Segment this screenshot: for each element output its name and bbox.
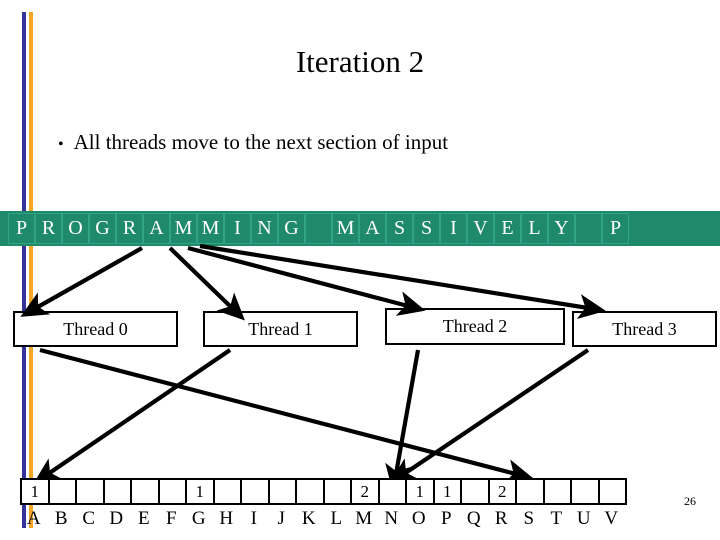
histogram-label: H (219, 508, 234, 529)
input-cell: G (89, 213, 116, 244)
histogram-label: T (550, 508, 563, 529)
histogram-bin (267, 478, 297, 505)
histogram-bin (240, 478, 270, 505)
histogram-label: V (604, 508, 619, 529)
strip-to-thread-0 (20, 246, 144, 317)
bullet-text: All threads move to the next section of … (73, 130, 449, 154)
histogram-bin (377, 478, 407, 505)
histogram-bin (75, 478, 105, 505)
histogram-bin (542, 478, 572, 505)
input-cell: A (359, 213, 386, 244)
histogram-label: P (440, 508, 452, 529)
histogram-label: I (250, 508, 257, 529)
input-cell: V (467, 213, 494, 244)
histogram-label: S (523, 508, 535, 529)
histogram-bin: 1 (432, 478, 462, 505)
thread-label-3: Thread 3 (612, 318, 677, 339)
histogram-bin: 1 (20, 478, 50, 505)
input-cell: A (143, 213, 170, 244)
thread-label-1: Thread 1 (248, 318, 313, 339)
input-cell: I (440, 213, 467, 244)
slide-title: Iteration 2 (295, 44, 425, 79)
input-cell: P (602, 213, 629, 244)
histogram-label: B (54, 508, 68, 529)
histogram-label: G (191, 508, 206, 529)
histogram-label: K (301, 508, 316, 529)
histogram-label: A (26, 508, 41, 529)
histogram-bin (515, 478, 545, 505)
histogram-label: O (411, 508, 426, 529)
thread-1-to-bin-a (33, 348, 232, 485)
input-cell: P (8, 213, 35, 244)
input-cell: R (116, 213, 143, 244)
histogram-label: F (165, 508, 177, 529)
histogram-label: L (330, 508, 343, 529)
input-cell (305, 213, 332, 244)
input-cell: E (494, 213, 521, 244)
thread-box-0[interactable]: Thread 0 (13, 311, 178, 347)
input-cell: S (386, 213, 413, 244)
histogram-bin (322, 478, 352, 505)
histogram-label: D (109, 508, 124, 529)
histogram-label: N (384, 508, 399, 529)
input-cell: S (413, 213, 440, 244)
histogram-label: U (576, 508, 591, 529)
histogram-bin (130, 478, 160, 505)
histogram-bin (295, 478, 325, 505)
histogram-label: J (277, 508, 285, 529)
page-number: 26 (684, 494, 696, 508)
thread-box-2[interactable]: Thread 2 (385, 308, 565, 345)
histogram-bin: 1 (405, 478, 435, 505)
strip-to-thread-3 (199, 243, 606, 319)
histogram-bin: 2 (350, 478, 380, 505)
thread-box-3[interactable]: Thread 3 (572, 311, 717, 347)
input-cell: Y (548, 213, 575, 244)
bullet-marker-icon: • (58, 136, 64, 153)
thread-0-to-bin-r (39, 347, 534, 484)
histogram-bin: 2 (487, 478, 517, 505)
histogram-label: Q (466, 508, 481, 529)
input-cell: O (62, 213, 89, 244)
histogram-bin (212, 478, 242, 505)
histogram-bin (460, 478, 490, 505)
input-cell: M (170, 213, 197, 244)
thread-label-2: Thread 2 (442, 316, 508, 336)
bullet-line: • All threads move to the next section o… (58, 128, 678, 159)
histogram-bin (102, 478, 132, 505)
histogram-label: M (355, 508, 373, 529)
histogram-bin (570, 478, 600, 505)
histogram-bin (157, 478, 187, 505)
input-cell: N (251, 213, 278, 244)
input-cell (575, 213, 602, 244)
histogram-label: R (494, 508, 508, 529)
histogram-bin (47, 478, 77, 505)
input-cell: R (35, 213, 62, 244)
accent-stripe-orange (29, 12, 33, 528)
thread-2-to-bin-m (385, 349, 421, 492)
input-cell: M (197, 213, 224, 244)
input-cell: G (278, 213, 305, 244)
histogram-label: E (137, 508, 150, 529)
histogram-bin: 1 (185, 478, 215, 505)
input-cell: I (224, 213, 251, 244)
input-cell: L (521, 213, 548, 244)
strip-to-thread-1 (168, 246, 245, 321)
strip-to-thread-2 (187, 245, 426, 316)
thread-box-1[interactable]: Thread 1 (203, 311, 358, 347)
histogram-bin (597, 478, 627, 505)
thread-3-to-bin-m (389, 348, 590, 485)
accent-stripe-blue (22, 12, 26, 528)
histogram-label: C (82, 508, 96, 529)
input-cell: M (332, 213, 359, 244)
thread-label-0: Thread 0 (63, 318, 128, 339)
